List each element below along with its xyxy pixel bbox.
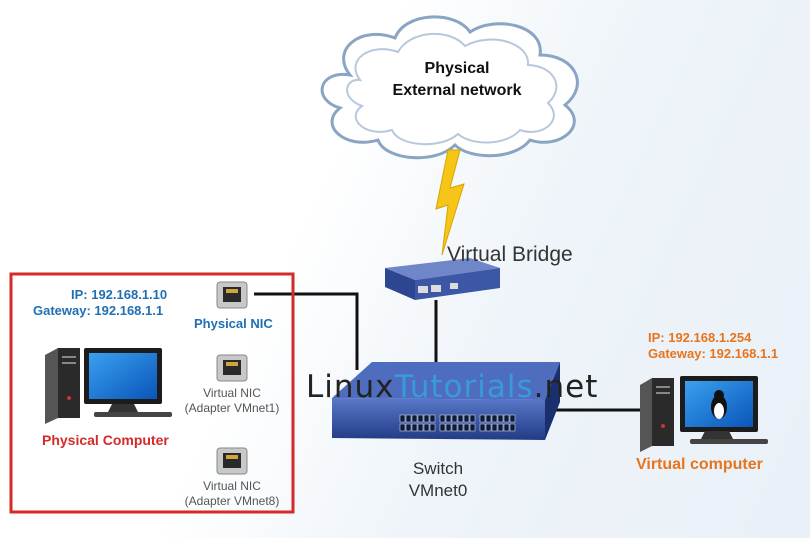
physical-nic-icon <box>216 281 248 309</box>
virtual-ip-label: IP: 192.168.1.254 <box>648 330 752 345</box>
virtual-computer-label: Virtual computer <box>636 456 763 473</box>
switch-port <box>405 414 412 423</box>
switch-port <box>445 414 452 423</box>
switch-port <box>429 414 436 423</box>
switch-port <box>497 423 504 432</box>
physical-computer-icon <box>45 348 172 424</box>
vnic8-line2: (Adapter VMnet8) <box>184 494 280 508</box>
switch-port <box>469 423 476 432</box>
switch-port <box>451 423 458 432</box>
switch-port <box>411 423 418 432</box>
virtual-nic-vmnet8-label: Virtual NIC (Adapter VMnet8) <box>172 479 292 509</box>
lightning-bolt-icon <box>435 149 465 256</box>
switch-port <box>509 414 516 423</box>
virtual-bridge-label: Virtual Bridge <box>447 243 573 266</box>
watermark-part3: .net <box>533 369 599 405</box>
switch-port <box>479 414 486 423</box>
switch-port <box>503 423 510 432</box>
physical-computer-label: Physical Computer <box>42 432 169 448</box>
switch-port <box>451 414 458 423</box>
switch-port <box>457 423 464 432</box>
switch-port <box>485 423 492 432</box>
physical-nic-label: Physical NIC <box>194 316 273 331</box>
virtual-computer-icon <box>640 376 768 452</box>
watermark-part2: Tutorials <box>394 369 534 405</box>
virtual-nic-vmnet8-icon <box>216 447 248 475</box>
switch-port <box>399 423 406 432</box>
switch-port <box>463 414 470 423</box>
cloud-icon <box>320 15 579 160</box>
switch-label-line1: Switch <box>412 459 464 478</box>
virtual-nic-vmnet1-label: Virtual NIC (Adapter VMnet1) <box>172 386 292 416</box>
switch-port <box>445 423 452 432</box>
watermark-logo: LinuxTutorials.net <box>306 369 598 405</box>
switch-port <box>429 423 436 432</box>
switch-port <box>423 423 430 432</box>
virtual-gateway-label: Gateway: 192.168.1.1 <box>648 346 779 361</box>
virtual-nic-vmnet1-icon <box>216 354 248 382</box>
physical-ip-label: IP: 192.168.1.10 <box>71 287 168 302</box>
switch-port <box>457 414 464 423</box>
switch-port <box>417 423 424 432</box>
virtual-bridge-device-icon <box>385 258 500 300</box>
switch-port <box>469 414 476 423</box>
physical-gateway-label: Gateway: 192.168.1.1 <box>33 303 164 318</box>
switch-port <box>439 414 446 423</box>
switch-port <box>509 423 516 432</box>
vnic1-line2: (Adapter VMnet1) <box>184 401 280 415</box>
physical-computer-frame <box>9 272 295 514</box>
vnic1-line1: Virtual NIC <box>203 386 261 400</box>
switch-port <box>497 414 504 423</box>
switch-port <box>405 423 412 432</box>
switch-port <box>439 423 446 432</box>
switch-port <box>485 414 492 423</box>
switch-label-line2: VMnet0 <box>408 481 468 500</box>
switch-port <box>423 414 430 423</box>
cloud-label: Physical External network <box>362 58 552 102</box>
cloud-label-line1: Physical <box>424 60 490 77</box>
network-cables <box>254 292 645 412</box>
switch-port <box>491 414 498 423</box>
switch-port <box>411 414 418 423</box>
vnic8-line1: Virtual NIC <box>203 479 261 493</box>
watermark-part1: Linux <box>306 369 395 405</box>
switch-port <box>417 414 424 423</box>
switch-port <box>463 423 470 432</box>
switch-port <box>479 423 486 432</box>
switch-port <box>399 414 406 423</box>
switch-device-icon <box>332 362 560 440</box>
cloud-label-line2: External network <box>392 82 522 99</box>
switch-port <box>503 414 510 423</box>
switch-label: Switch VMnet0 <box>393 458 483 502</box>
switch-port <box>491 423 498 432</box>
